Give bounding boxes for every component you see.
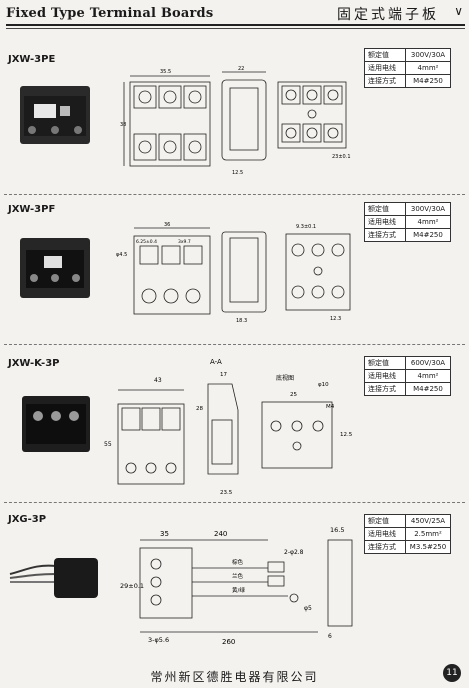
svg-text:36: 36	[164, 222, 170, 228]
svg-text:17: 17	[220, 372, 227, 378]
svg-text:3-φ5.6: 3-φ5.6	[148, 636, 169, 644]
svg-text:23±0.1: 23±0.1	[332, 154, 351, 160]
section-divider	[4, 194, 465, 195]
drawing-jxw-3pe: 35.5 38 22 12.5 23±0.1	[120, 66, 351, 176]
svg-text:2-φ2.8: 2-φ2.8	[284, 549, 304, 556]
svg-text:55: 55	[104, 441, 112, 448]
model-label: JXW-3PF	[8, 204, 56, 215]
svg-text:35: 35	[160, 530, 169, 538]
svg-text:12.5: 12.5	[232, 170, 243, 176]
drawing-jxw-k-3p: 43 55 A-A 17 28 23.5 底视图 φ10 M4 12.5 25	[104, 358, 353, 496]
header-title-en: Fixed Type Terminal Boards	[6, 6, 214, 21]
svg-text:25: 25	[290, 392, 297, 398]
svg-text:18.3: 18.3	[236, 318, 247, 324]
corner-mark-icon: ∨	[454, 4, 463, 18]
svg-text:12.5: 12.5	[340, 432, 353, 438]
header-rule	[6, 24, 465, 26]
svg-text:240: 240	[214, 530, 227, 538]
svg-text:35.5: 35.5	[160, 69, 171, 75]
product-photo-art	[24, 96, 86, 136]
svg-text:9.3±0.1: 9.3±0.1	[296, 224, 316, 230]
svg-text:φ4.5: φ4.5	[116, 252, 127, 258]
product-photo-art	[26, 404, 86, 444]
header-title-zh: 固定式端子板	[337, 7, 439, 23]
header-rule-thin	[6, 28, 465, 29]
svg-text:φ5: φ5	[304, 605, 312, 612]
svg-text:M4: M4	[326, 404, 335, 410]
drawing-jxw-3pf: 36 6.25±0.4 3x9.7 φ4.5 18.3 9.3±0.1 12.3	[116, 222, 351, 324]
company-name: 常州新区德胜电器有限公司	[150, 670, 319, 684]
svg-text:23.5: 23.5	[220, 490, 233, 496]
model-label: JXW-3PE	[8, 54, 56, 65]
svg-text:兰色: 兰色	[232, 572, 244, 580]
svg-text:16.5: 16.5	[330, 526, 344, 534]
svg-text:6: 6	[328, 633, 332, 640]
model-label: JXG-3P	[8, 514, 47, 525]
product-photo-art	[9, 558, 98, 598]
svg-text:A-A: A-A	[210, 358, 222, 366]
svg-text:28: 28	[196, 406, 203, 412]
svg-text:43: 43	[154, 377, 162, 384]
svg-text:6.25±0.4: 6.25±0.4	[136, 239, 157, 245]
svg-text:底视图: 底视图	[276, 374, 294, 382]
section-divider	[4, 344, 465, 345]
section-divider	[4, 502, 465, 503]
svg-text:29±0.1: 29±0.1	[120, 582, 144, 590]
svg-text:3x9.7: 3x9.7	[178, 239, 191, 245]
drawing-jxg-3p: 35 240 260 29±0.1 3-φ5.6 2-φ2.8 16.5 φ5 …	[120, 526, 353, 646]
svg-text:黄/绿: 黄/绿	[232, 586, 245, 594]
page-number: 11	[443, 664, 461, 682]
svg-text:22: 22	[238, 66, 244, 72]
svg-text:38: 38	[120, 122, 126, 128]
svg-text:φ10: φ10	[318, 382, 329, 388]
svg-text:棕色: 棕色	[232, 558, 244, 566]
svg-text:12.3: 12.3	[330, 316, 341, 322]
model-label: JXW-K-3P	[8, 358, 60, 369]
product-photo-art	[26, 250, 84, 288]
svg-text:260: 260	[222, 638, 235, 646]
